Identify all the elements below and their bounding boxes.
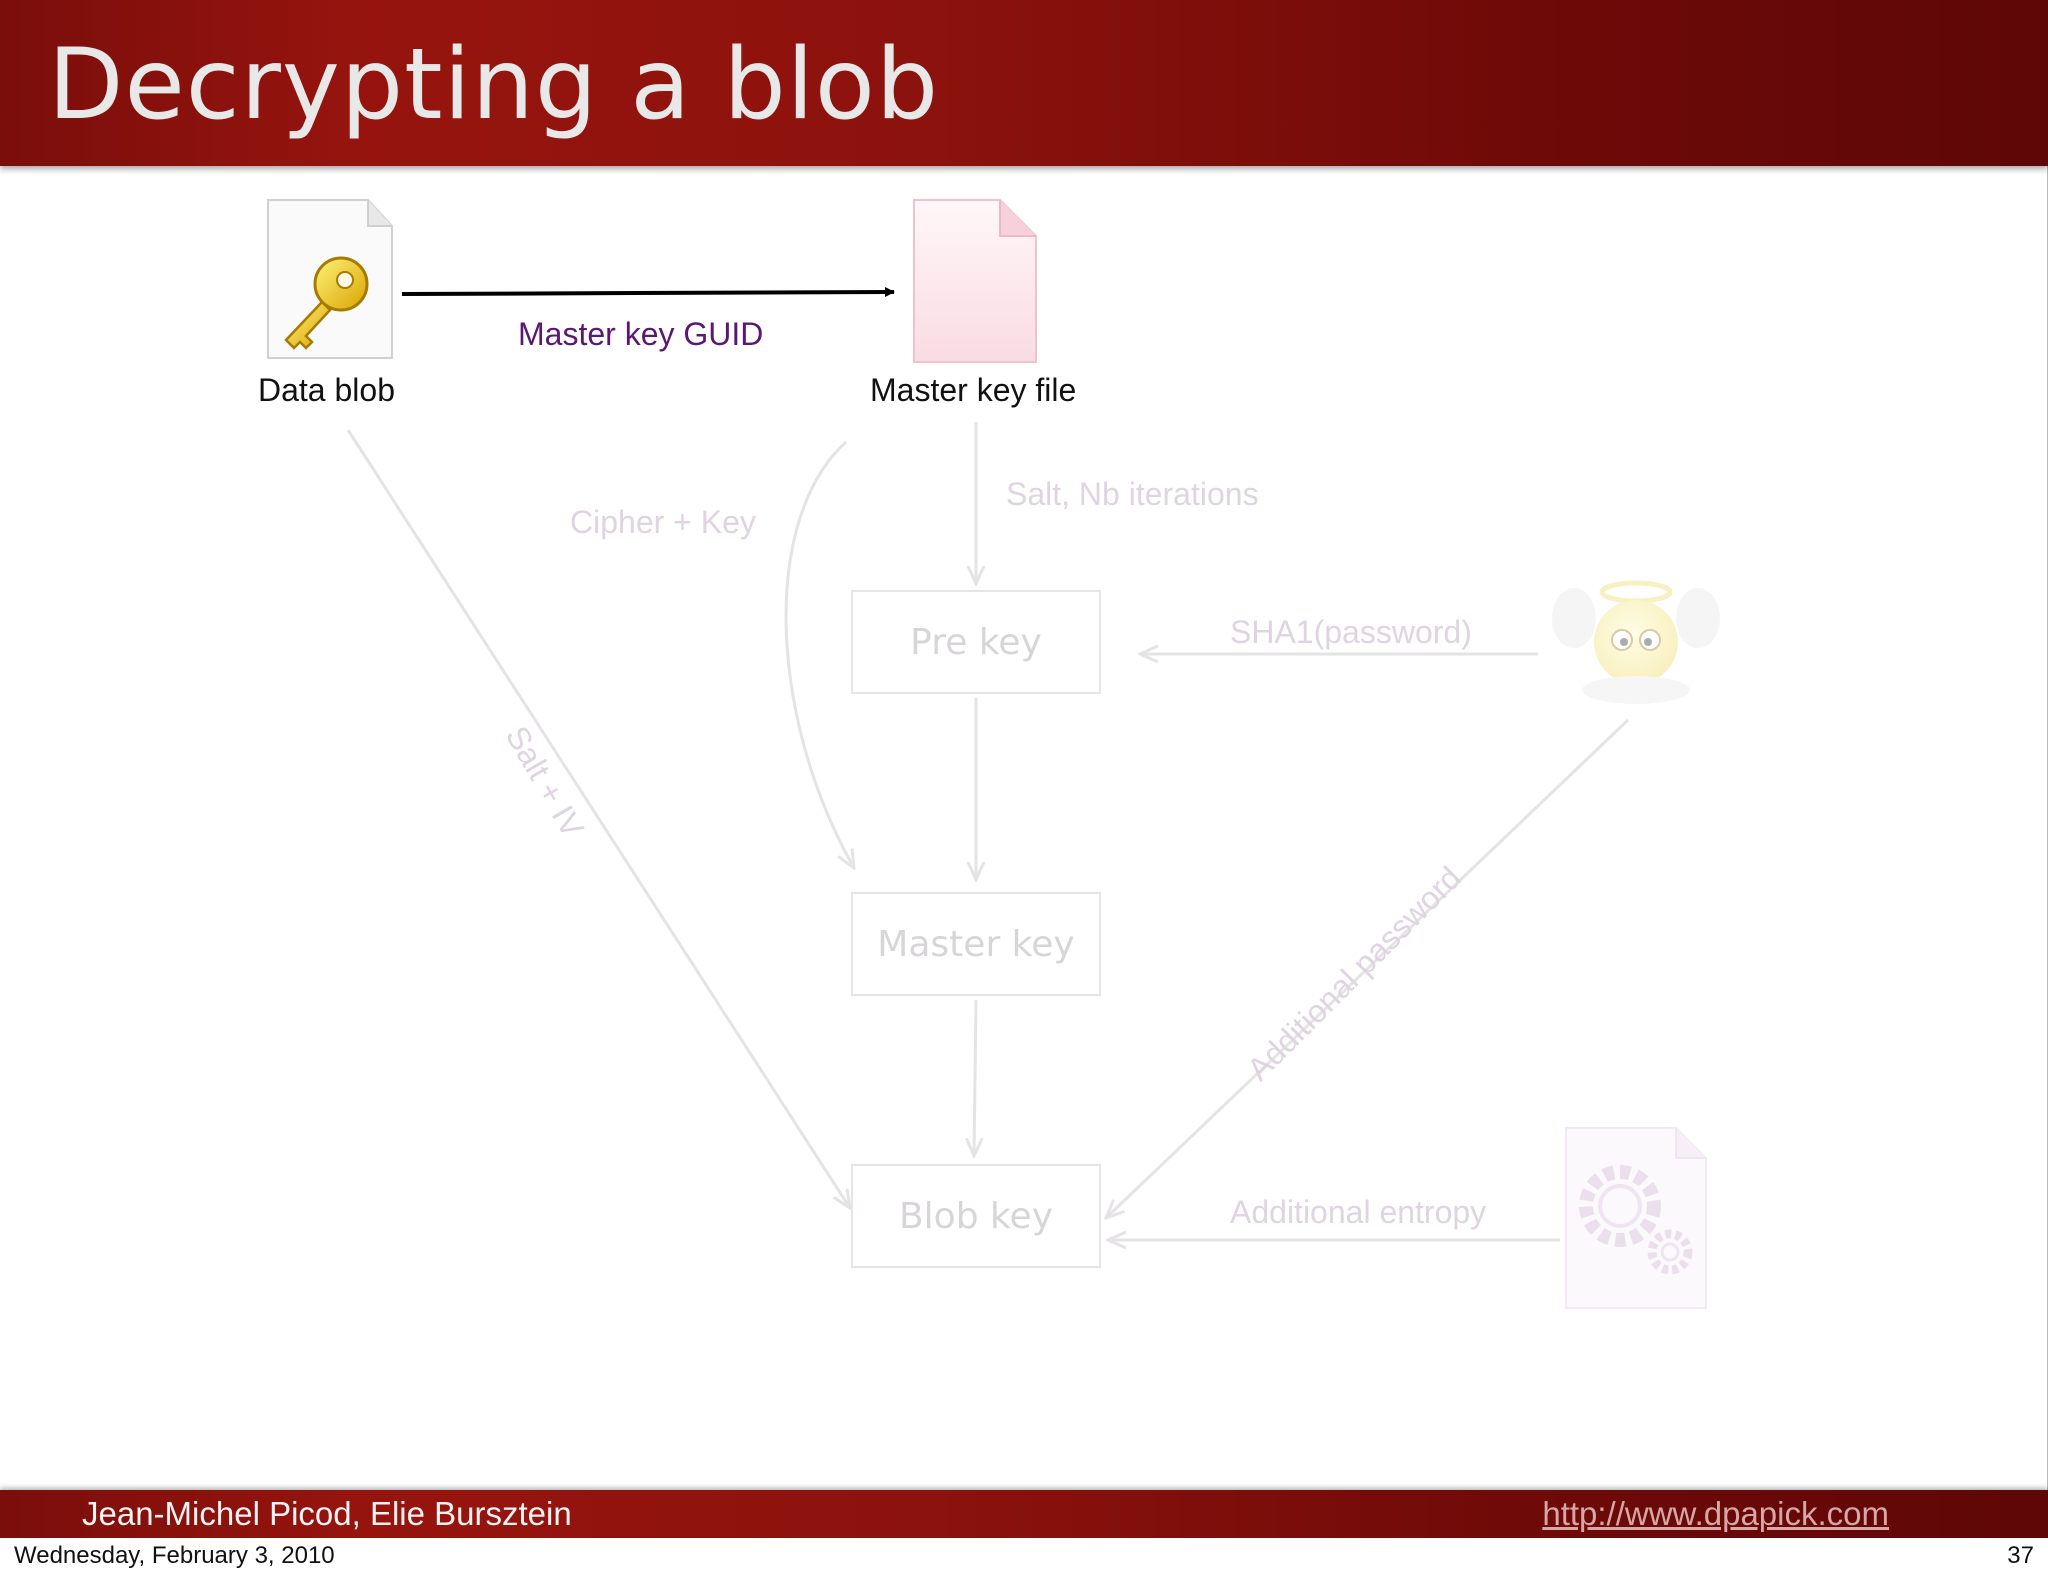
footer-url-link[interactable]: http://www.dpapick.com	[1542, 1495, 1889, 1532]
slide: Decrypting a blob	[0, 0, 2048, 1538]
page-number: 37	[2007, 1542, 2034, 1569]
master-key-file-label: Master key file	[870, 372, 1077, 408]
cipher-key-label: Cipher + Key	[570, 504, 756, 540]
masterkey-to-blobkey-arrow	[974, 999, 976, 1156]
gears-document-icon	[1565, 1127, 1707, 1309]
additional-password-arrow	[1106, 718, 1630, 1218]
blank-document-icon	[913, 199, 1037, 363]
salt-iv-arrow	[346, 429, 850, 1208]
additional-entropy-label: Additional entropy	[1230, 1194, 1487, 1230]
angel-smiley-icon	[1552, 580, 1720, 704]
title-bar	[0, 0, 2048, 166]
slide-title: Decrypting a blob	[48, 28, 940, 142]
print-date: Wednesday, February 3, 2010	[14, 1542, 335, 1569]
blob-key-box: Blob key	[851, 1164, 1101, 1268]
cipher-key-arrow	[784, 440, 854, 868]
key-document-icon	[267, 199, 393, 359]
master-key-guid-label: Master key GUID	[518, 316, 764, 352]
footer-bar	[0, 1490, 2048, 1538]
salt-iterations-label: Salt, Nb iterations	[1006, 476, 1259, 512]
master-key-box: Master key	[851, 892, 1101, 996]
print-footer	[0, 1538, 2048, 1576]
diagram-canvas	[267, 199, 1720, 1309]
data-blob-label: Data blob	[258, 372, 395, 408]
master-key-guid-arrow	[401, 287, 895, 298]
footer-authors: Jean-Michel Picod, Elie Bursztein	[82, 1495, 572, 1532]
sha1-password-label: SHA1(password)	[1230, 614, 1472, 650]
pre-key-box: Pre key	[851, 590, 1101, 694]
